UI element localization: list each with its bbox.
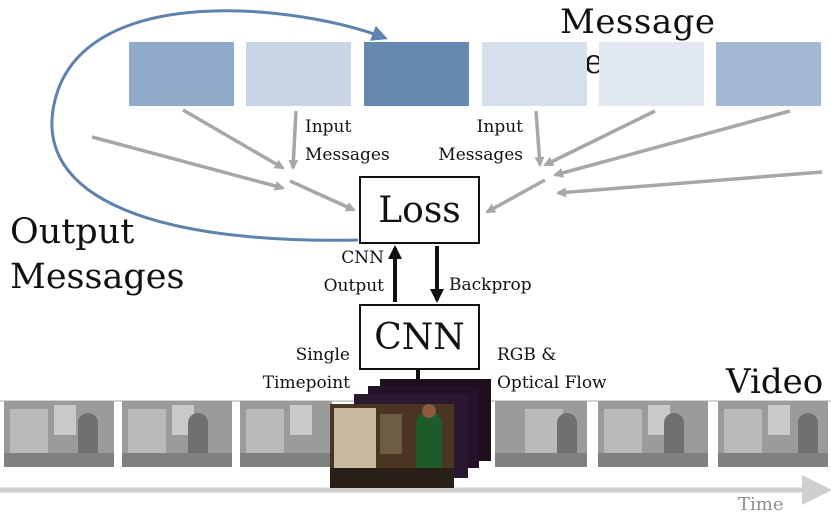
input-messages-right-line2: Messages bbox=[438, 145, 523, 165]
rgb-frame-shelf bbox=[334, 408, 376, 468]
server-slot-2 bbox=[246, 42, 351, 106]
video-frame-3 bbox=[240, 401, 332, 467]
rgb-flow-line2: Optical Flow bbox=[497, 373, 607, 393]
cnn-output-line1: CNN bbox=[341, 248, 384, 268]
input-arrow-5 bbox=[534, 110, 545, 167]
rgb-flow-label: RGB & Optical Flow bbox=[497, 341, 607, 397]
input-arrow-8 bbox=[556, 170, 823, 198]
server-slot-4 bbox=[482, 42, 587, 106]
server-slot-5 bbox=[599, 42, 704, 106]
input-messages-left-line2: Messages bbox=[305, 145, 390, 165]
video-title: Video bbox=[726, 362, 824, 402]
output-messages-title: Output Messages bbox=[10, 210, 184, 300]
single-timepoint-line2: Timepoint bbox=[262, 373, 350, 393]
server-slot-1 bbox=[129, 42, 234, 106]
rgb-frame-bench bbox=[330, 468, 454, 488]
cnn-output-label: CNN Output bbox=[300, 244, 384, 300]
cnn-label: CNN bbox=[374, 316, 465, 358]
server-slot-6 bbox=[716, 42, 821, 106]
video-frame-6 bbox=[598, 401, 708, 467]
rgb-frame-door bbox=[380, 414, 402, 454]
input-arrow-4 bbox=[289, 179, 356, 212]
loss-box: Loss bbox=[359, 176, 480, 244]
single-timepoint-line1: Single bbox=[295, 345, 350, 365]
rgb-video-frame bbox=[330, 404, 454, 488]
video-frame-1 bbox=[4, 401, 114, 467]
input-arrow-2 bbox=[91, 135, 285, 191]
input-messages-label-left: Input Messages bbox=[305, 113, 390, 169]
backprop-label: Backprop bbox=[449, 275, 532, 295]
input-arrow-3 bbox=[288, 110, 299, 170]
rgb-frame-person-head bbox=[422, 404, 436, 418]
cnn-output-line2: Output bbox=[323, 276, 384, 296]
input-messages-left-line1: Input bbox=[305, 117, 352, 137]
input-arrow-6 bbox=[543, 109, 656, 167]
video-frame-7 bbox=[718, 401, 828, 467]
rgb-flow-line1: RGB & bbox=[497, 345, 557, 365]
loss-label: Loss bbox=[378, 189, 461, 231]
server-slot-3 bbox=[364, 42, 469, 106]
input-messages-label-right: Input Messages bbox=[437, 113, 523, 169]
output-loop-arrow bbox=[50, 9, 388, 242]
video-frame-5 bbox=[495, 401, 587, 467]
input-messages-right-line1: Input bbox=[476, 117, 523, 137]
video-frame-2 bbox=[122, 401, 232, 467]
output-messages-line2: Messages bbox=[10, 257, 185, 297]
input-arrow-1 bbox=[182, 108, 285, 170]
input-arrow-9 bbox=[485, 178, 546, 214]
output-messages-line1: Output bbox=[10, 212, 135, 252]
time-label: Time bbox=[738, 494, 784, 515]
cnn-box: CNN bbox=[359, 304, 480, 370]
input-arrow-7 bbox=[553, 109, 791, 178]
single-timepoint-label: Single Timepoint bbox=[240, 341, 350, 397]
